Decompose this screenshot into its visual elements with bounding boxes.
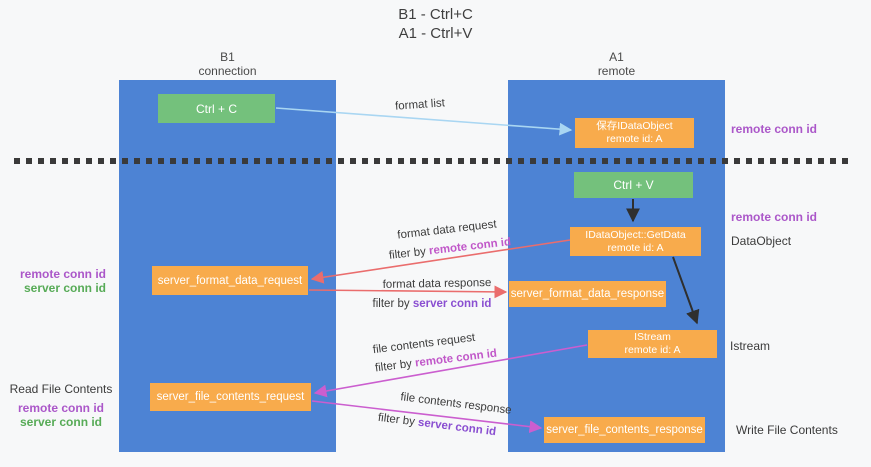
ctrl-v-label: Ctrl + V — [613, 178, 654, 192]
dataobject-annotation: DataObject — [731, 234, 792, 248]
file-contents-response-label: file contents response — [399, 391, 513, 417]
file-response-filter-label: filter by server conn id — [377, 412, 496, 438]
server-format-data-request-box: server_format_data_request — [152, 266, 308, 295]
server-file-contents-response-label: server_file_contents_response — [546, 424, 703, 436]
server-conn-id-text: server conn id — [417, 416, 497, 439]
ctrl-c-label: Ctrl + C — [195, 101, 237, 116]
format-data-request-label: format data request — [396, 218, 498, 242]
remote-conn-id-text: remote conn id — [428, 236, 512, 258]
server-format-data-request-label: server_format_data_request — [157, 274, 303, 287]
remote-conn-id-annotation-left: remote conn id — [19, 267, 106, 281]
dashed-separator — [14, 158, 852, 164]
server-conn-id-annotation-bottom: server conn id — [19, 415, 103, 429]
remote-conn-id-text: remote conn id — [414, 347, 498, 370]
server-format-data-response-label: server_format_data_response — [510, 288, 665, 300]
column-header-a1: A1 remote — [508, 50, 725, 78]
getdata-line1: IDataObject::GetData — [585, 228, 686, 241]
title-line-1: B1 - Ctrl+C — [398, 6, 473, 23]
idataobject-getdata-box: IDataObject::GetData remote id: A — [570, 227, 701, 256]
diagram-title: B1 - Ctrl+C A1 - Ctrl+V — [0, 5, 871, 43]
read-file-contents-annotation-group: Read File Contents remote conn id server… — [6, 382, 116, 429]
format-list-label: format list — [394, 97, 446, 113]
format-response-filter-label: filter by server conn id — [373, 298, 492, 310]
server-file-contents-request-label: server_file_contents_request — [156, 391, 305, 403]
column-a1-subtitle: remote — [597, 64, 636, 78]
filter-by-text: filter by — [374, 358, 413, 375]
title-line-2: A1 - Ctrl+V — [398, 25, 473, 42]
server-format-data-response-box: server_format_data_response — [509, 281, 666, 307]
ctrl-v-box: Ctrl + V — [574, 172, 693, 198]
server-file-contents-request-box: server_file_contents_request — [150, 383, 311, 411]
save-idataobject-line1: 保存IDataObject — [596, 120, 673, 132]
remote-conn-id-annotation-top: remote conn id — [731, 122, 818, 136]
column-a1-name: A1 — [609, 50, 624, 64]
getdata-line2: remote id: A — [607, 241, 664, 254]
format-data-response-label: format data response — [382, 277, 492, 291]
filter-by-text: filter by — [377, 411, 416, 429]
server-file-contents-response-box: server_file_contents_response — [544, 417, 705, 443]
read-file-contents-annotation: Read File Contents — [9, 382, 113, 396]
save-idataobject-box: 保存IDataObject remote id: A — [575, 118, 694, 148]
filter-by-text: filter by — [372, 298, 410, 310]
remote-conn-id-annotation-bottom: remote conn id — [17, 401, 104, 415]
istream-line1: IStream — [634, 331, 671, 343]
istream-line2: remote id: A — [624, 344, 681, 356]
column-b1-subtitle: connection — [198, 64, 257, 78]
istream-annotation: Istream — [730, 339, 771, 353]
server-conn-id-annotation-left: server conn id — [23, 281, 106, 295]
filter-by-text: filter by — [388, 245, 427, 262]
column-header-b1: B1 connection — [119, 50, 336, 78]
save-idataobject-line2: remote id: A — [606, 133, 663, 145]
ctrl-c-box: Ctrl + C — [158, 94, 275, 123]
remote-conn-id-annotation-mid: remote conn id — [731, 210, 818, 224]
column-b1-name: B1 — [220, 50, 235, 64]
server-conn-id-text: server conn id — [412, 298, 492, 310]
istream-box: IStream remote id: A — [588, 330, 717, 358]
write-file-contents-annotation: Write File Contents — [736, 423, 838, 437]
left-conn-id-annotation: remote conn id server conn id — [6, 267, 106, 295]
